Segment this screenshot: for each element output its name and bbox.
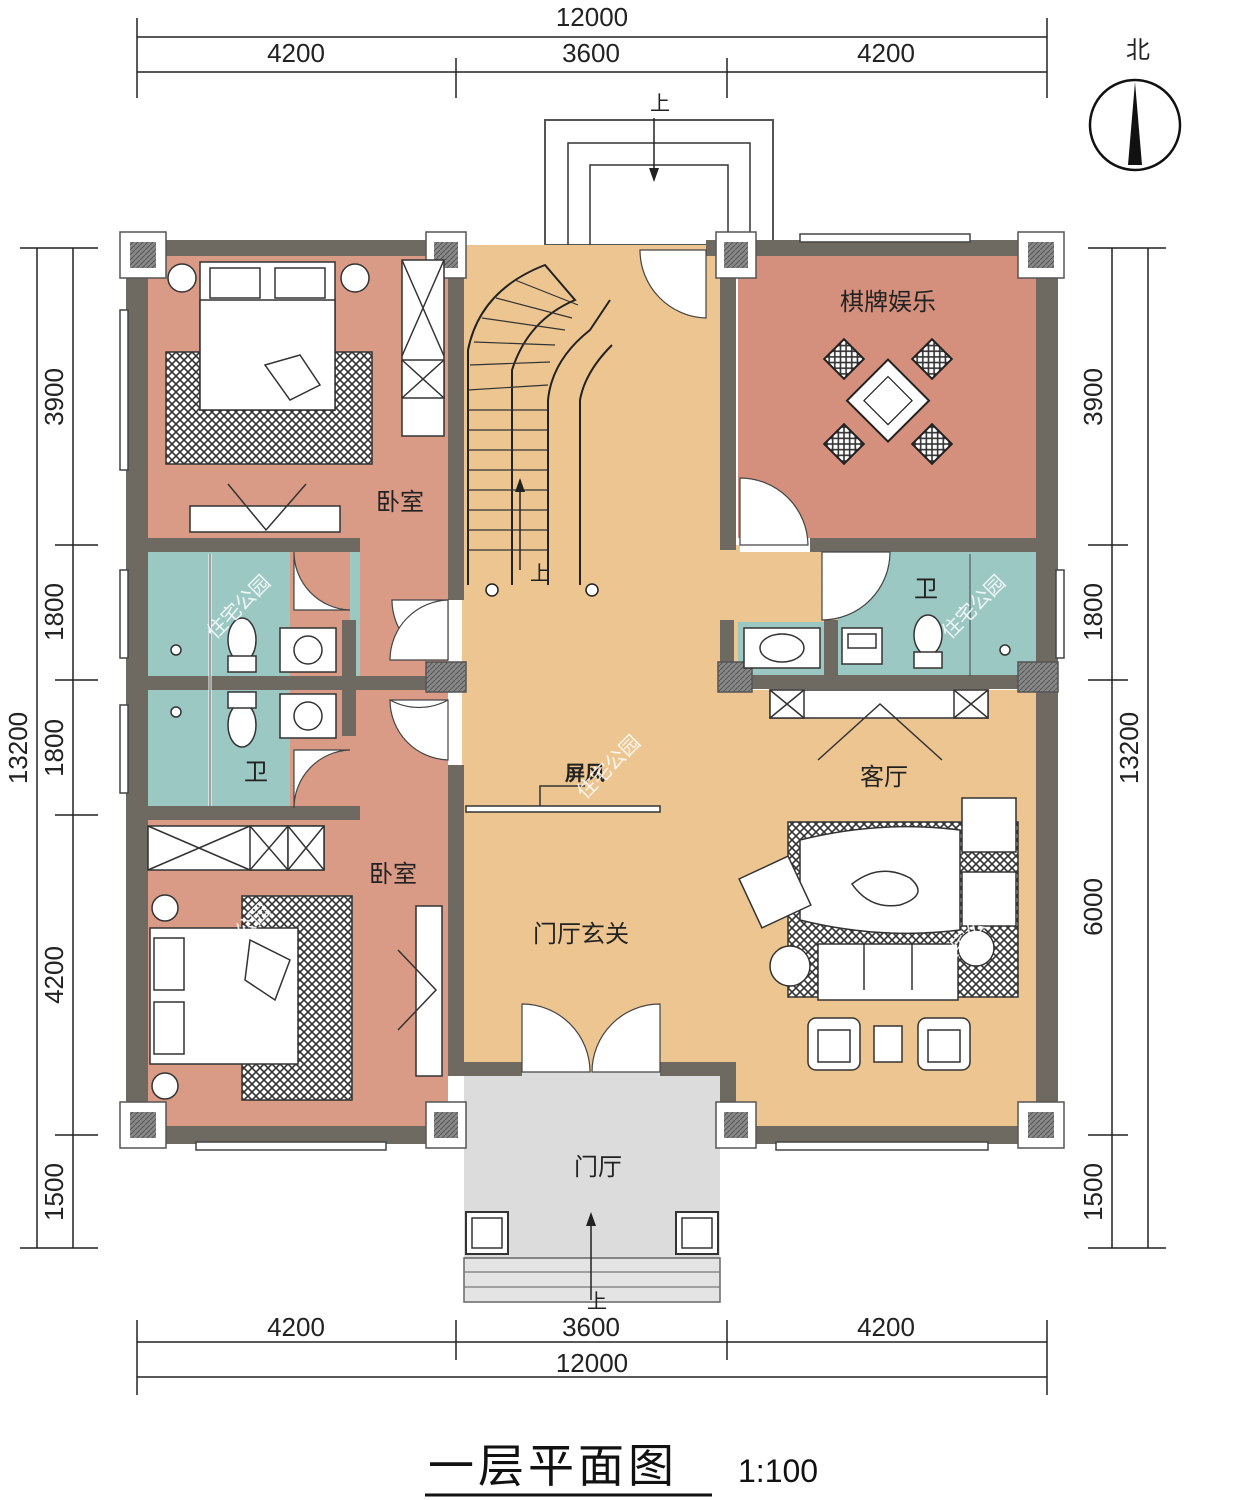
corner-columns [119,231,1065,1149]
bedroom-north-label: 卧室 [376,488,424,516]
left-dim-3: 1800 [39,719,69,777]
drawing-title: 一层平面图 1:100 [425,1439,818,1497]
left-dimensions: 13200 3900 1800 1800 4200 1500 [3,247,98,1249]
bath-right-fixtures: 卫 [743,554,1011,676]
bedroom-north-furniture: 卧室 [165,259,445,533]
left-total-dim: 13200 [3,712,33,784]
bottom-dim-2: 3600 [562,1312,620,1342]
right-dimensions: 3900 1800 6000 1500 13200 [1078,247,1166,1249]
right-total-dim: 13200 [1114,712,1144,784]
top-dim-3: 4200 [857,38,915,68]
bottom-total-dim: 12000 [556,1348,628,1378]
bath-left-fixtures: 卫 [170,554,337,806]
north-entry-steps: 上 [544,91,774,246]
north-up-label: 上 [650,91,670,115]
south-up-label: 上 [587,1289,607,1313]
right-dim-1: 3900 [1078,368,1108,426]
living-label: 客厅 [860,763,908,791]
north-label: 北 [1126,36,1150,64]
bottom-dim-1: 4200 [267,1312,325,1342]
bottom-dim-3: 4200 [857,1312,915,1342]
scale-text: 1:100 [738,1453,818,1489]
screen-partition: 屏风 [465,761,661,813]
north-arrow-icon: 北 [1088,36,1182,172]
left-dim-2: 1800 [39,583,69,641]
left-dim-5: 1500 [39,1163,69,1221]
bath-right-label: 卫 [914,575,938,603]
right-dim-2: 1800 [1078,583,1108,641]
mahjong-label: 棋牌娱乐 [840,288,936,316]
staircase: 上 [467,263,613,597]
right-dim-3: 6000 [1078,878,1108,936]
top-total-dim: 12000 [556,2,628,32]
top-dim-1: 4200 [267,38,325,68]
title-text: 一层平面图 [428,1439,678,1493]
right-dim-4: 1500 [1078,1163,1108,1221]
mahjong-furniture: 棋牌娱乐 [822,288,954,466]
bath-left-label: 卫 [244,758,268,786]
south-porch: 上 [463,1072,721,1313]
left-dim-4: 4200 [39,946,69,1004]
stair-up-label: 上 [530,561,550,585]
foyer-label: 门厅玄关 [533,920,629,948]
bottom-dimensions: 4200 3600 4200 12000 [136,1312,1048,1395]
left-dim-1: 3900 [39,368,69,426]
doors [293,249,891,1073]
top-dimensions: 12000 4200 3600 4200 [136,2,1048,98]
screen-label: 屏风 [565,761,605,785]
bedroom-south-label: 卧室 [369,860,417,888]
porch-label: 门厅 [574,1153,622,1181]
bedroom-south-furniture: 卧室 [147,825,443,1101]
top-dim-2: 3600 [562,38,620,68]
windows [119,233,1065,1151]
living-furniture: 客厅 [738,689,1019,1071]
